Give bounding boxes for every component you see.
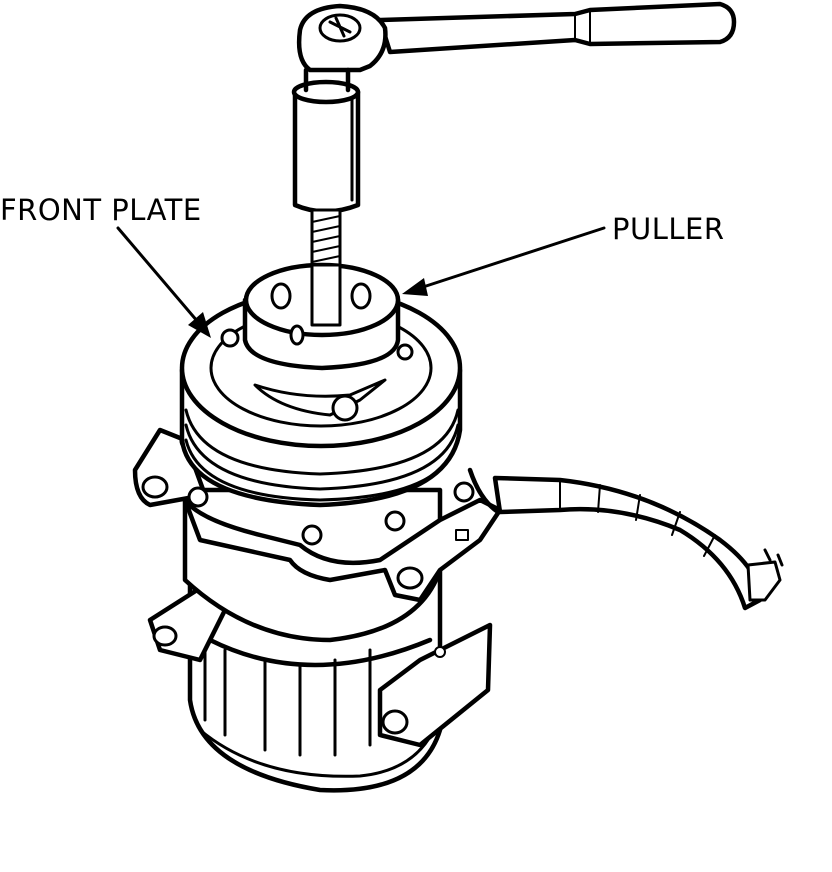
compressor-housing (132, 427, 503, 793)
front-plate-arrow (116, 226, 211, 338)
ratchet-wrench (291, 1, 737, 214)
front-plate-label: FRONT PLATE (0, 193, 202, 227)
wire-harness (467, 467, 784, 611)
puller-label: PULLER (612, 212, 725, 246)
puller-tool (242, 262, 401, 371)
puller-arrow (402, 226, 606, 296)
